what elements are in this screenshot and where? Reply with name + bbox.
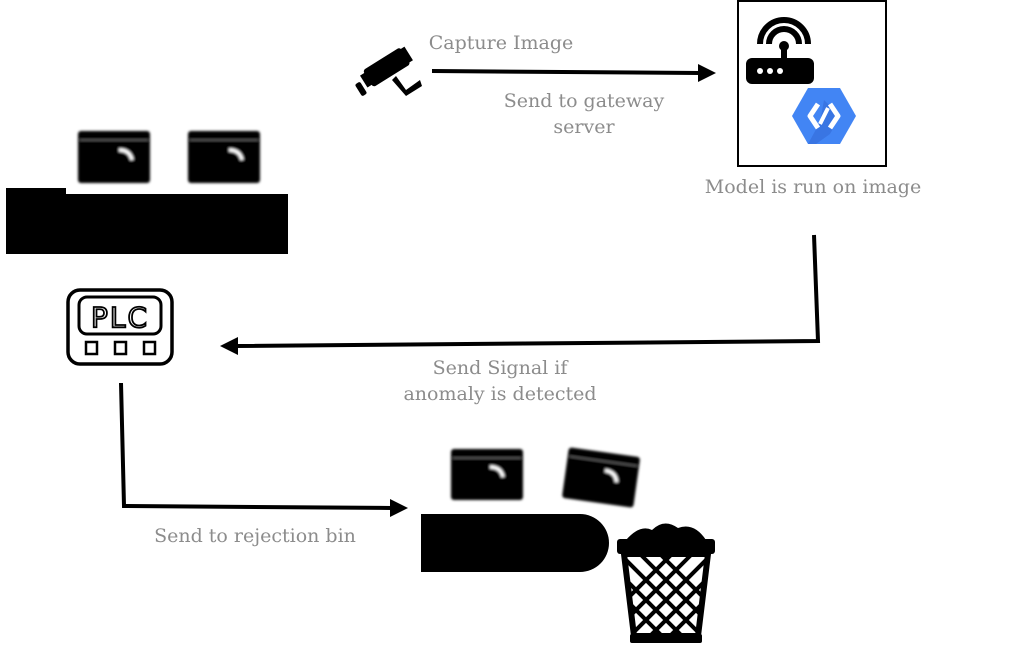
label-send-to-rejection: Send to rejection bin: [154, 525, 356, 547]
arrow-plc-to-rejection: [119, 382, 408, 517]
trash-bin-icon: [617, 523, 715, 643]
rejection-box-upright: [451, 449, 523, 500]
label-send-signal-line2: anomaly is detected: [403, 383, 597, 405]
top-conveyor-group: [6, 131, 288, 254]
arrow-capture-to-gateway: [431, 64, 716, 82]
rejection-box-tilted: [562, 447, 640, 508]
rejection-conveyor-group: [421, 447, 640, 572]
router-wifi-icon: [746, 17, 814, 84]
label-send-signal: Send Signal if anomaly is detected: [385, 355, 615, 407]
plc-icon: PLC: [66, 288, 174, 366]
rejection-conveyor-belt: [421, 514, 609, 572]
cloud-ai-hexagon-icon: [792, 88, 856, 144]
top-conveyor-lip: [6, 188, 66, 196]
top-box-left: [78, 131, 150, 183]
top-conveyor-belt: [6, 194, 288, 254]
security-camera-icon: [355, 46, 422, 96]
label-capture-image: Capture Image: [428, 32, 574, 54]
label-model-run: Model is run on image: [704, 176, 922, 198]
arrow-gateway-to-plc: [220, 234, 821, 355]
label-send-to-gateway-line2: server: [553, 116, 615, 138]
label-send-signal-line1: Send Signal if: [432, 357, 568, 379]
label-send-to-gateway: Send to gateway server: [484, 88, 684, 140]
top-box-right: [188, 131, 260, 183]
plc-label: PLC: [91, 301, 149, 334]
label-send-to-gateway-line1: Send to gateway: [503, 90, 665, 112]
